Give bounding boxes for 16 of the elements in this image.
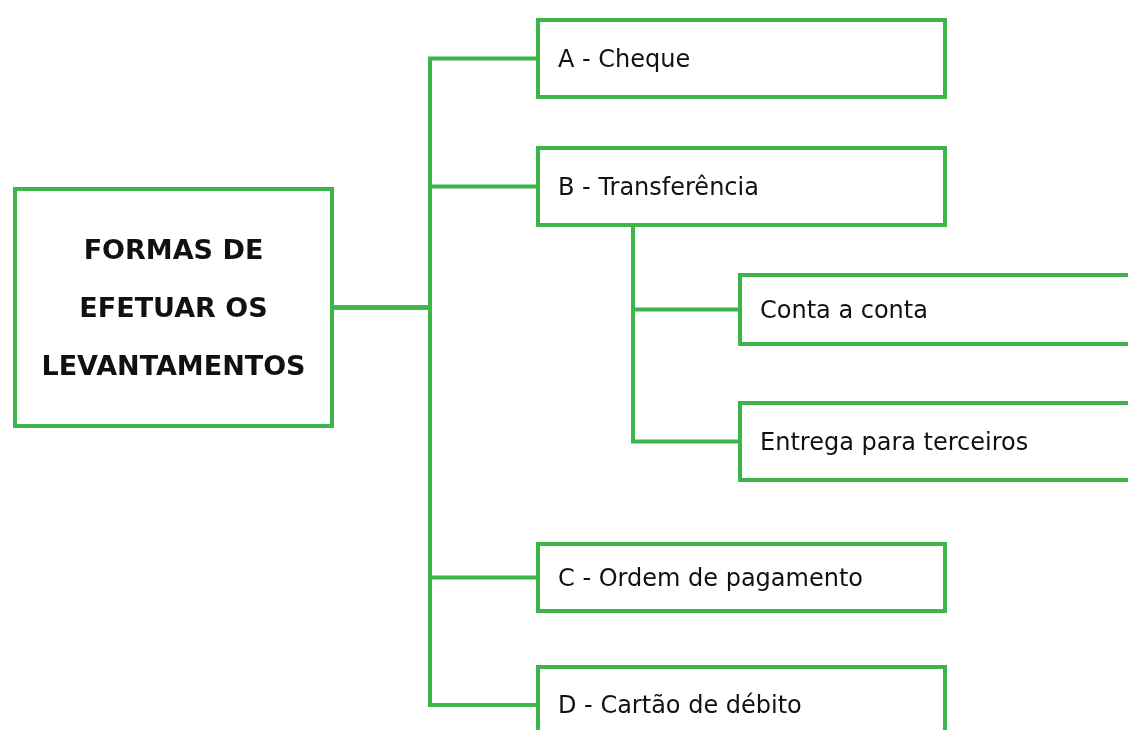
box-label: C - Ordem de pagamento — [557, 563, 863, 592]
box-label: Conta a conta — [759, 295, 928, 324]
box-label: Entrega para terceiros — [759, 427, 1029, 456]
branch-box — [738, 273, 1128, 346]
branch-box — [536, 665, 947, 730]
root-box — [13, 187, 334, 428]
title-text: FORMAS DE EFETUAR OS LEVANTAMENTOS — [40, 232, 307, 383]
box-label: B - Transferência — [557, 172, 759, 201]
connector-line — [631, 227, 738, 444]
box-label: A - Cheque — [557, 44, 691, 73]
box-label: D - Cartão de débito — [557, 691, 802, 719]
connector-line — [334, 305, 536, 707]
branch-box — [536, 542, 947, 613]
branch-box — [536, 146, 947, 227]
branch-box — [536, 18, 947, 99]
branch-box — [738, 401, 1128, 482]
